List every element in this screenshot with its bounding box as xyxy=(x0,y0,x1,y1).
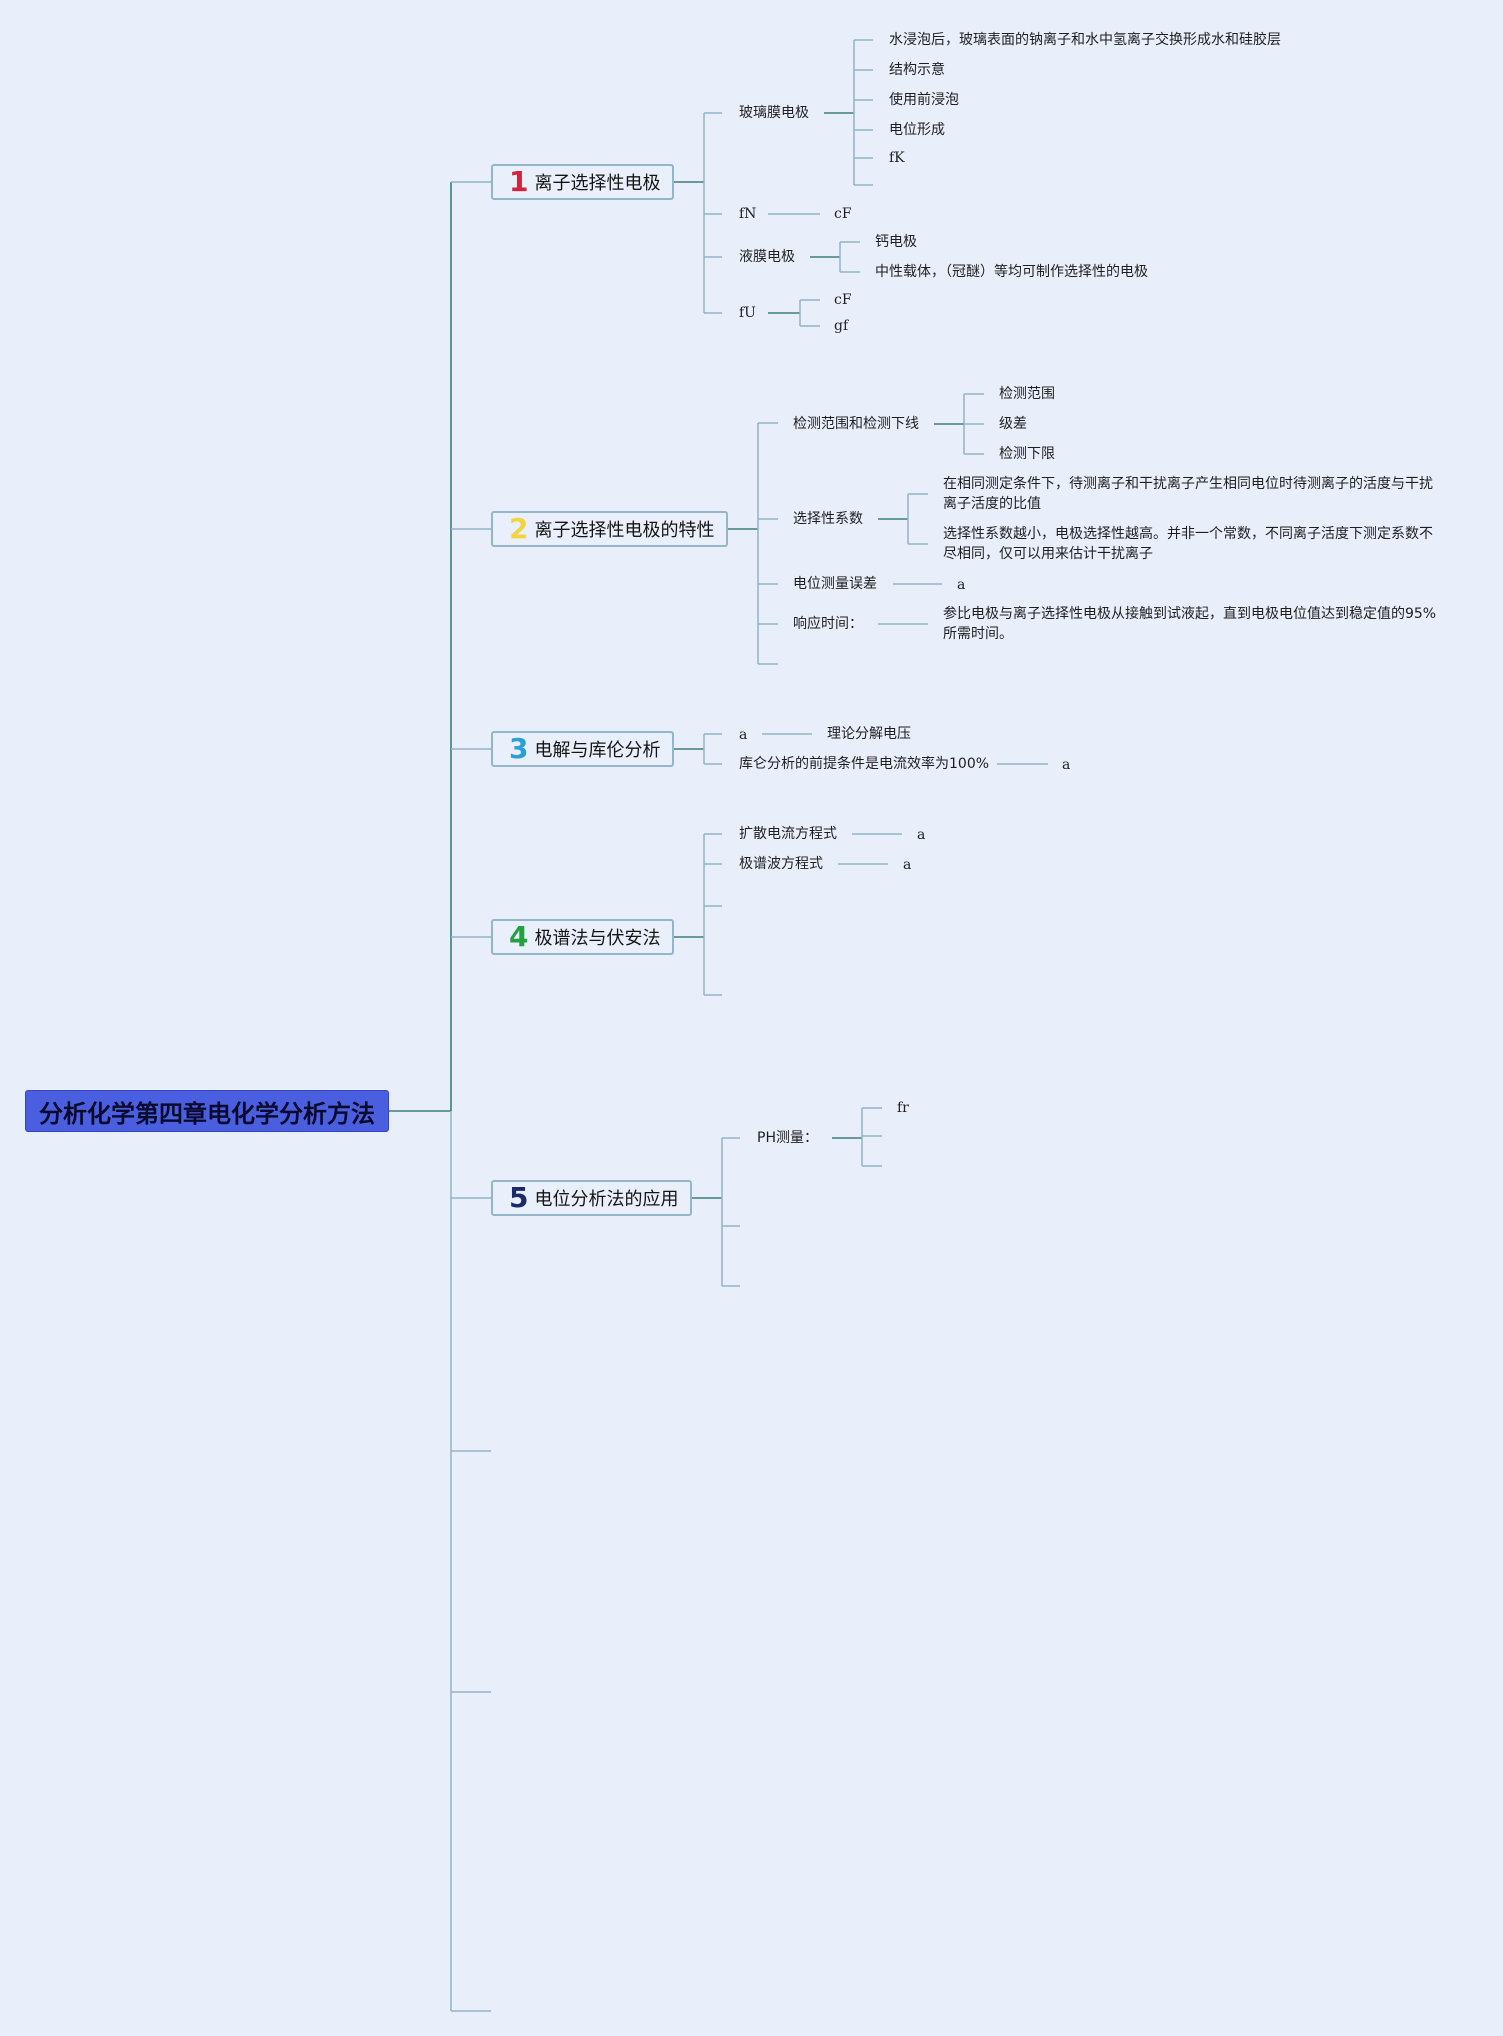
topic-5[interactable]: 5 电位分析法的应用 xyxy=(491,1180,692,1216)
topic-label: 电位分析法的应用 xyxy=(534,1189,679,1210)
subtopic-response-time[interactable]: 响应时间： xyxy=(793,616,863,632)
topic-label: 极谱法与伏安法 xyxy=(534,928,661,949)
trunk-branches xyxy=(451,181,491,2012)
topic-number: 2 xyxy=(509,512,529,545)
glass-detail-2[interactable]: 结构示意 xyxy=(889,62,945,78)
subtopic-a[interactable]: a xyxy=(739,727,748,743)
diff-child[interactable]: a xyxy=(917,827,926,843)
topic-number: 3 xyxy=(509,732,529,765)
range-detail-3[interactable]: 检测下限 xyxy=(999,446,1055,462)
glass-detail-4[interactable]: 电位形成 xyxy=(889,122,945,138)
coef-detail-2[interactable]: 选择性系数越小，电极选择性越高。并非一个常数，不同离子活度下测定系数不尽相同，仅… xyxy=(943,526,1433,562)
range-detail-2[interactable]: 级差 xyxy=(999,416,1027,432)
subtopic-selectivity-coefficient[interactable]: 选择性系数 xyxy=(793,511,863,527)
fu-child-1[interactable]: cF xyxy=(834,292,852,308)
topic-label: 电解与库伦分析 xyxy=(534,740,661,761)
fn-child[interactable]: cF xyxy=(834,206,852,222)
topic-3[interactable]: 3 电解与库伦分析 xyxy=(491,731,674,767)
liquid-detail-2[interactable]: 中性载体，（冠醚）等均可制作选择性的电极 xyxy=(875,264,1148,280)
fu-child-2[interactable]: gf xyxy=(834,318,849,334)
subtopic-diffusion-current[interactable]: 扩散电流方程式 xyxy=(739,826,837,842)
resp-child[interactable]: 参比电极与离子选择性电极从接触到试液起，直到电极电位值达到稳定值的95%所需时间… xyxy=(943,606,1437,642)
glass-detail-1[interactable]: 水浸泡后，玻璃表面的钠离子和水中氢离子交换形成水和硅胶层 xyxy=(889,32,1281,48)
subtopic-ph-measurement[interactable]: PH测量： xyxy=(757,1130,818,1146)
topic-label: 离子选择性电极的特性 xyxy=(534,520,715,541)
topic-1[interactable]: 1 离子选择性电极 xyxy=(491,164,674,200)
topic-2[interactable]: 2 离子选择性电极的特性 xyxy=(491,511,728,547)
subtopic-liquid-electrode[interactable]: 液膜电极 xyxy=(739,249,795,265)
glass-detail-3[interactable]: 使用前浸泡 xyxy=(889,92,959,108)
topic-number: 5 xyxy=(509,1181,529,1214)
glass-detail-5[interactable]: fK xyxy=(889,150,905,166)
subtopic-glass-electrode[interactable]: 玻璃膜电极 xyxy=(739,105,809,121)
err-child[interactable]: a xyxy=(957,577,966,593)
subtopic-polarographic-wave[interactable]: 极谱波方程式 xyxy=(739,856,823,872)
range-detail-1[interactable]: 检测范围 xyxy=(999,386,1055,402)
ph-child[interactable]: fr xyxy=(897,1100,909,1116)
topic-number: 1 xyxy=(509,165,529,198)
root-topic[interactable]: 分析化学第四章电化学分析方法 xyxy=(25,1090,389,1132)
subtopic-detection-range[interactable]: 检测范围和检测下线 xyxy=(793,416,919,432)
coef-detail-1[interactable]: 在相同测定条件下，待测离子和干扰离子产生相同电位时待测离子的活度与干扰离子活度的… xyxy=(943,476,1433,512)
subtopic-potential-error[interactable]: 电位测量误差 xyxy=(793,576,877,592)
subtopic-coulometry[interactable]: 库仑分析的前提条件是电流效率为100% xyxy=(739,756,990,772)
topic-4[interactable]: 4 极谱法与伏安法 xyxy=(491,919,674,955)
wave-child[interactable]: a xyxy=(903,857,912,873)
coul-child[interactable]: a xyxy=(1062,757,1071,773)
topic-number: 4 xyxy=(509,920,529,953)
a-child[interactable]: 理论分解电压 xyxy=(827,726,911,742)
subtopic-fu[interactable]: fU xyxy=(739,305,756,321)
liquid-detail-1[interactable]: 钙电极 xyxy=(875,234,917,250)
topic-label: 离子选择性电极 xyxy=(534,173,661,194)
subtopic-fn[interactable]: fN xyxy=(739,206,757,222)
